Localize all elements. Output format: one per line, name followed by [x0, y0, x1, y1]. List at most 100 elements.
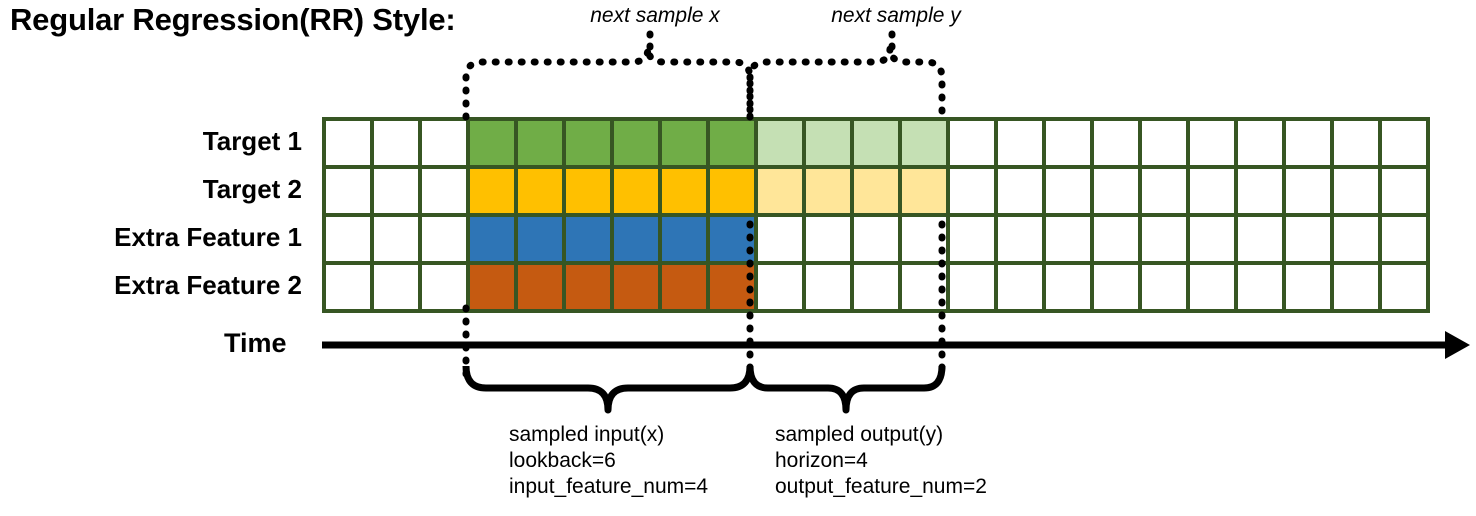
grid-cell-empty	[326, 265, 370, 309]
grid-cell-empty	[1046, 265, 1090, 309]
grid-cell-empty	[374, 217, 418, 261]
grid-cell-empty	[1046, 121, 1090, 165]
sampled-input-caption: sampled input(x) lookback=6 input_featur…	[509, 422, 708, 500]
next-sample-y-dotted-brace	[746, 47, 946, 121]
sampled-output-title: sampled output(y)	[775, 423, 944, 446]
grid-cell-empty	[1142, 121, 1186, 165]
grid-cell-input	[470, 121, 514, 165]
grid-cell-input	[518, 121, 562, 165]
grid-cell-empty	[1382, 265, 1426, 309]
grid-cell-output	[806, 169, 850, 213]
grid-cell-empty	[1286, 265, 1330, 309]
grid-cell-empty	[1142, 265, 1186, 309]
grid-row	[326, 265, 1426, 309]
grid-cell-output	[806, 121, 850, 165]
grid-cell-input	[662, 121, 706, 165]
grid-cell-empty	[1094, 265, 1138, 309]
grid-cell-empty	[1190, 169, 1234, 213]
grid-cell-input	[518, 169, 562, 213]
sampled-output-horizon: horizon=4	[775, 449, 868, 472]
sampled-input-feature-num: input_feature_num=4	[509, 475, 709, 498]
next-sample-x-label: next sample x	[590, 4, 720, 27]
sampled-output-caption: sampled output(y) horizon=4 output_featu…	[775, 422, 987, 500]
timeseries-grid	[322, 117, 1430, 313]
grid-cell-empty	[1238, 265, 1282, 309]
grid-cell-empty	[1046, 217, 1090, 261]
grid-cell-input	[614, 121, 658, 165]
grid-cell-input	[710, 121, 754, 165]
grid-row	[326, 169, 1426, 217]
grid-cell-empty	[374, 265, 418, 309]
grid-cell-empty	[1094, 217, 1138, 261]
grid-cell-empty	[422, 265, 466, 309]
grid-cell-empty	[950, 217, 994, 261]
grid-cell-empty	[1046, 169, 1090, 213]
grid-cell-input	[518, 217, 562, 261]
grid-cell-empty	[1334, 217, 1378, 261]
grid-row	[326, 121, 1426, 169]
grid-cell-input	[470, 217, 514, 261]
grid-cell-input	[614, 169, 658, 213]
grid-cell-empty	[374, 169, 418, 213]
sampled-input-brace	[462, 365, 754, 414]
time-axis-arrowhead	[1445, 331, 1470, 359]
sampled-output-brace	[746, 365, 946, 414]
grid-cell-output	[902, 121, 946, 165]
next-sample-x-dotted-brace	[462, 47, 754, 121]
grid-cell-empty	[1286, 169, 1330, 213]
grid-cell-output	[854, 169, 898, 213]
grid-cell-output	[902, 169, 946, 213]
grid-cell-empty	[1142, 169, 1186, 213]
grid-cell-input	[710, 217, 754, 261]
grid-cell-empty	[374, 121, 418, 165]
grid-cell-input	[710, 265, 754, 309]
grid-cell-input	[518, 265, 562, 309]
grid-cell-input	[662, 265, 706, 309]
grid-cell-empty	[1094, 169, 1138, 213]
grid-cell-output	[854, 121, 898, 165]
grid-cell-empty	[422, 121, 466, 165]
sampled-input-lookback: lookback=6	[509, 449, 616, 472]
grid-row	[326, 217, 1426, 265]
page-title: Regular Regression(RR) Style:	[10, 2, 456, 37]
time-axis-label: Time	[224, 328, 287, 358]
grid-cell-empty	[758, 217, 802, 261]
grid-cell-empty	[1286, 121, 1330, 165]
grid-cell-empty	[326, 169, 370, 213]
grid-cell-empty	[902, 217, 946, 261]
row-label-extra-feature-1: Extra Feature 1	[114, 222, 302, 252]
grid-cell-empty	[1190, 121, 1234, 165]
grid-cell-empty	[950, 121, 994, 165]
grid-cell-input	[614, 217, 658, 261]
grid-cell-input	[566, 121, 610, 165]
grid-cell-empty	[422, 169, 466, 213]
grid-cell-empty	[1238, 121, 1282, 165]
grid-cell-empty	[326, 121, 370, 165]
grid-cell-input	[566, 265, 610, 309]
grid-cell-empty	[998, 217, 1042, 261]
grid-cell-input	[662, 217, 706, 261]
row-label-target-2: Target 2	[202, 174, 302, 204]
grid-cell-empty	[902, 265, 946, 309]
grid-cell-empty	[1190, 217, 1234, 261]
grid-cell-input	[710, 169, 754, 213]
grid-cell-input	[614, 265, 658, 309]
grid-cell-empty	[422, 217, 466, 261]
sampled-input-title: sampled input(x)	[509, 423, 665, 446]
grid-cell-empty	[950, 169, 994, 213]
grid-cell-empty	[950, 265, 994, 309]
grid-cell-empty	[326, 217, 370, 261]
grid-cell-empty	[1382, 217, 1426, 261]
next-sample-y-label: next sample y	[831, 4, 961, 27]
grid-cell-input	[470, 169, 514, 213]
grid-cell-empty	[806, 217, 850, 261]
sampled-output-feature-num: output_feature_num=2	[775, 475, 987, 498]
grid-cell-empty	[1334, 265, 1378, 309]
grid-cell-empty	[854, 217, 898, 261]
grid-cell-empty	[806, 265, 850, 309]
row-label-extra-feature-2: Extra Feature 2	[114, 270, 302, 300]
grid-cell-input	[566, 217, 610, 261]
grid-cell-empty	[1382, 169, 1426, 213]
grid-cell-empty	[998, 169, 1042, 213]
